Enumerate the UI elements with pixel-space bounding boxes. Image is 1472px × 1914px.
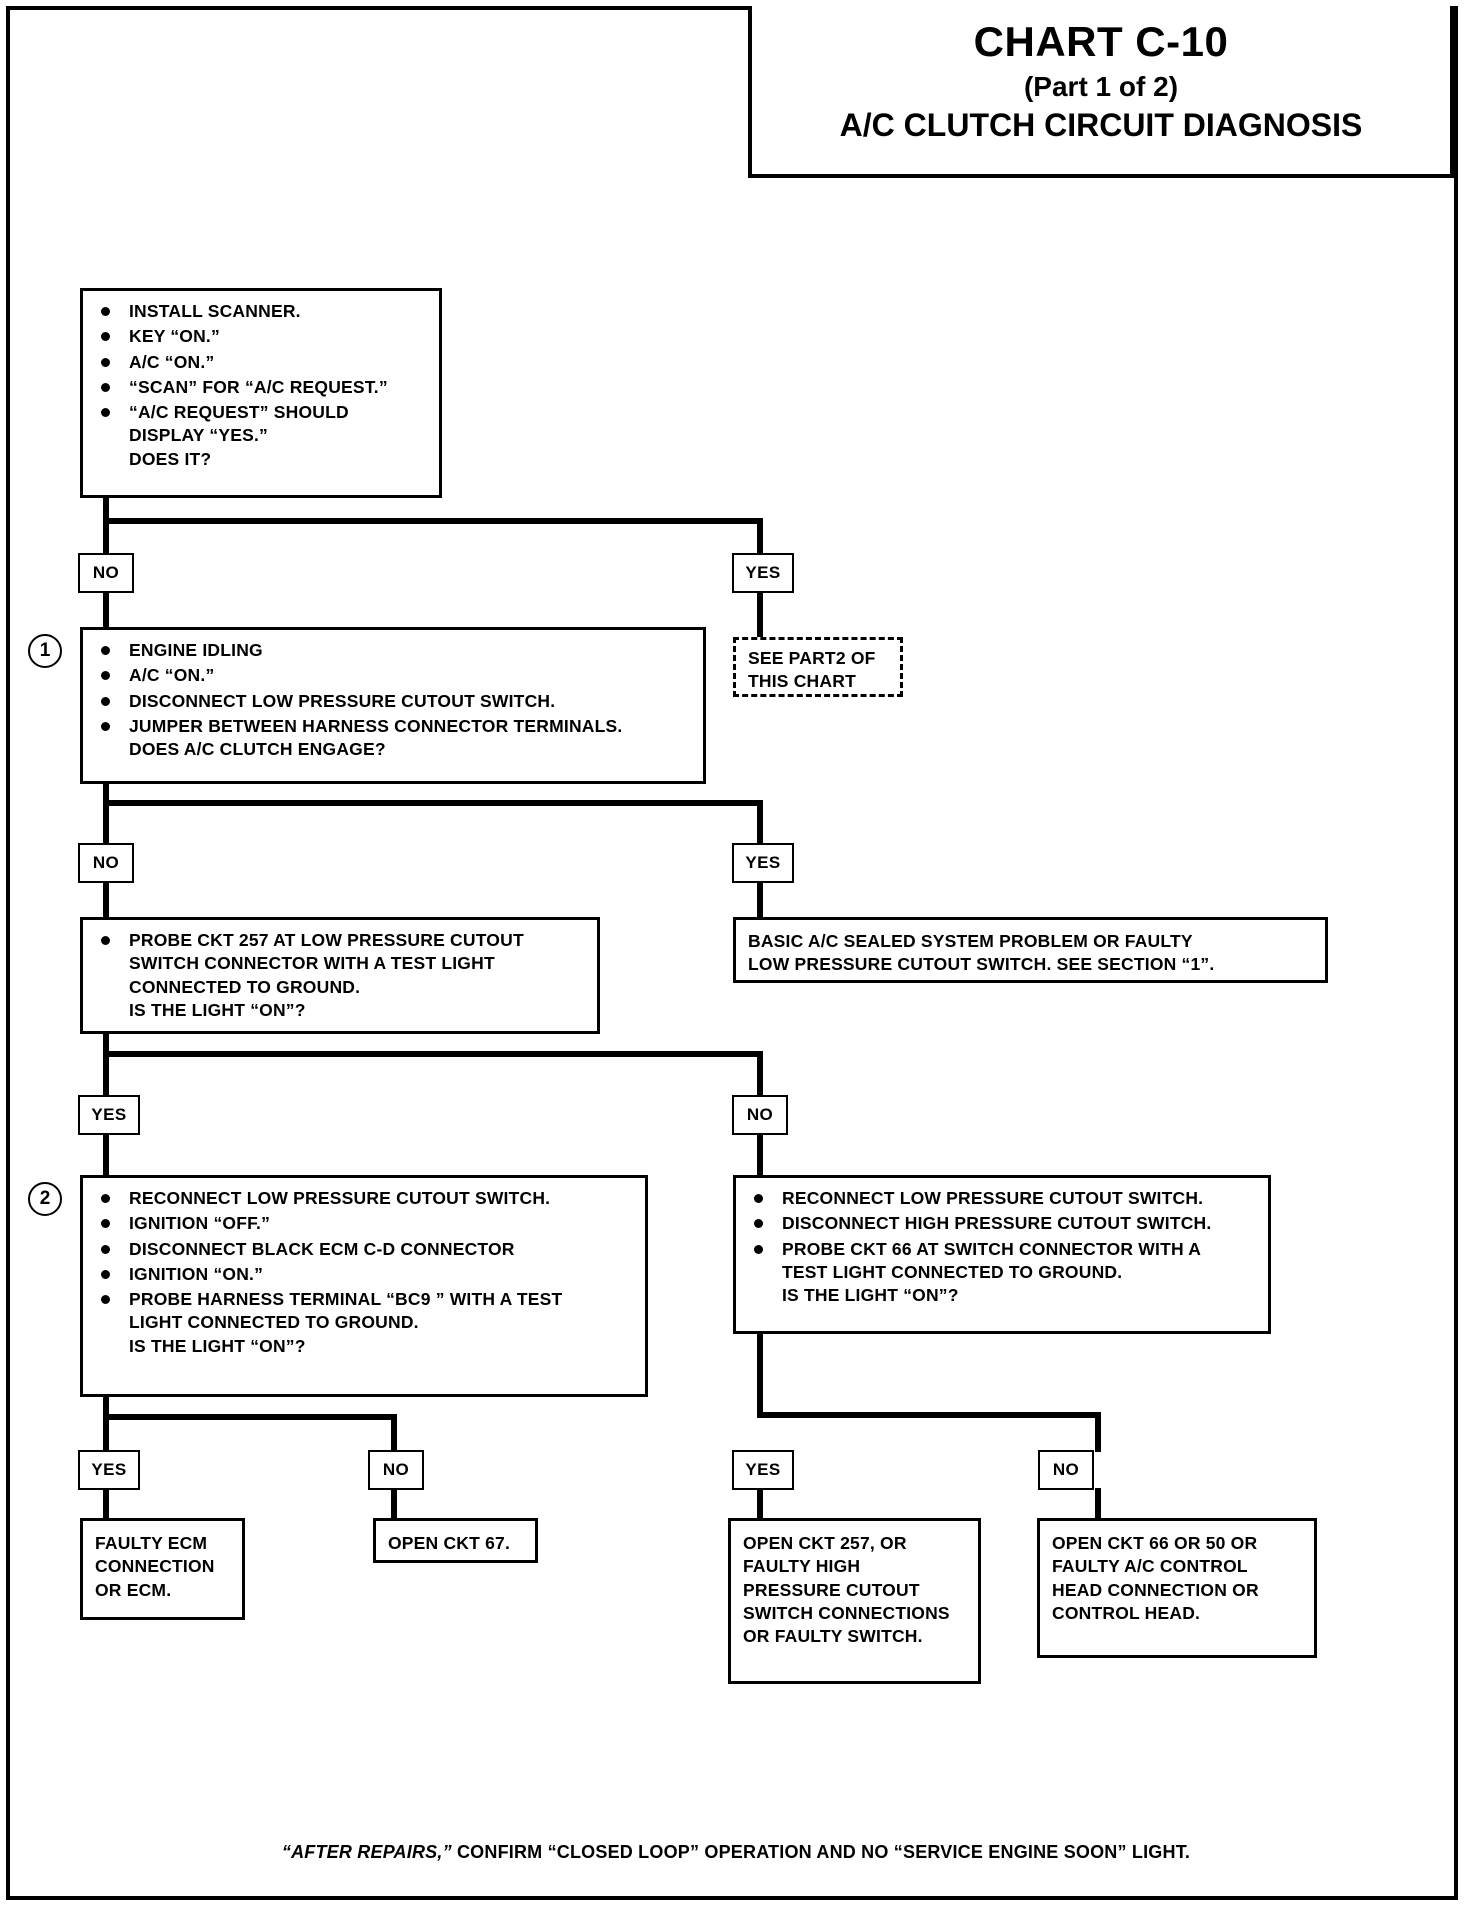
branch-label-yes-5: YES [732,1450,794,1490]
connector-line [103,882,109,918]
connector-line [103,518,763,524]
branch-label-yes-1: YES [732,553,794,593]
step-number-2-label: 2 [39,1188,51,1209]
connector-line [103,1033,109,1057]
branch-label-no-3: NO [732,1095,788,1135]
node-step-2-reconnect: RECONNECT LOW PRESSURE CUTOUT SWITCH. IG… [80,1175,648,1397]
bullet-list: RECONNECT LOW PRESSURE CUTOUT SWITCH. DI… [748,1187,1258,1307]
connector-line [103,1488,109,1518]
connector-line [757,1360,763,1418]
list-item: A/C “ON.” [95,664,693,687]
branch-label-yes-2: YES [732,843,794,883]
page-border [6,6,1458,1900]
list-item: ENGINE IDLING [95,639,693,662]
list-item: DISCONNECT LOW PRESSURE CUTOUT SWITCH. [95,690,693,713]
connector-line [757,1488,763,1518]
node-probe-ckt-257: PROBE CKT 257 AT LOW PRESSURE CUTOUT SWI… [80,917,600,1034]
branch-label-yes-3: YES [78,1095,140,1135]
connector-line [103,1414,109,1452]
connector-line [757,800,763,844]
list-item: “SCAN” FOR “A/C REQUEST.” [95,376,429,399]
connector-line [757,1051,763,1097]
bullet-list: ENGINE IDLING A/C “ON.” DISCONNECT LOW P… [95,639,693,761]
footer-italic: “AFTER REPAIRS,” [281,1842,452,1862]
branch-label-no-2: NO [78,843,134,883]
connector-line [103,518,109,554]
list-item: PROBE HARNESS TERMINAL “BC9 ” WITH A TES… [95,1288,635,1358]
connector-line [103,1134,109,1176]
connector-line [757,518,763,554]
bullet-list: RECONNECT LOW PRESSURE CUTOUT SWITCH. IG… [95,1187,635,1358]
branch-label-yes-4: YES [78,1450,140,1490]
list-item: JUMPER BETWEEN HARNESS CONNECTOR TERMINA… [95,715,693,762]
footer-rest: CONFIRM “CLOSED LOOP” OPERATION AND NO “… [451,1842,1191,1862]
list-item: RECONNECT LOW PRESSURE CUTOUT SWITCH. [748,1187,1258,1210]
connector-line [103,784,109,806]
node-install-scanner: INSTALL SCANNER. KEY “ON.” A/C “ON.” “SC… [80,288,442,498]
connector-line [1095,1488,1101,1518]
list-item: DISCONNECT BLACK ECM C-D CONNECTOR [95,1238,635,1261]
connector-line [103,800,763,806]
connector-line [391,1488,397,1518]
node-text: FAULTY ECM CONNECTION OR ECM. [95,1533,215,1600]
step-number-2: 2 [28,1182,62,1216]
connector-line [103,1051,109,1097]
list-item: RECONNECT LOW PRESSURE CUTOUT SWITCH. [95,1187,635,1210]
node-step-1-engine-idling: ENGINE IDLING A/C “ON.” DISCONNECT LOW P… [80,627,706,784]
node-see-part-2: SEE PART2 OF THIS CHART [733,637,903,697]
connector-line [757,1134,763,1176]
connector-line [103,497,109,521]
node-text: OPEN CKT 66 OR 50 OR FAULTY A/C CONTROL … [1052,1533,1259,1623]
list-item: IGNITION “OFF.” [95,1212,635,1235]
node-open-ckt-257: OPEN CKT 257, OR FAULTY HIGH PRESSURE CU… [728,1518,981,1684]
connector-line [391,1414,397,1452]
node-open-ckt-67: OPEN CKT 67. [373,1518,538,1563]
connector-line [757,1333,763,1367]
chart-number: CHART C-10 [973,18,1229,65]
branch-label-no-4: NO [368,1450,424,1490]
node-text: OPEN CKT 67. [388,1533,511,1553]
node-text: SEE PART2 OF THIS CHART [748,648,876,692]
connector-line [103,800,109,844]
list-item: DISCONNECT HIGH PRESSURE CUTOUT SWITCH. [748,1212,1258,1235]
connector-line [103,1396,109,1420]
list-item: PROBE CKT 257 AT LOW PRESSURE CUTOUT SWI… [95,929,587,1022]
list-item: PROBE CKT 66 AT SWITCH CONNECTOR WITH A … [748,1238,1258,1308]
list-item: INSTALL SCANNER. [95,300,429,323]
connector-line [757,1412,1101,1418]
branch-label-no-5: NO [1038,1450,1094,1490]
list-item: A/C “ON.” [95,351,429,374]
connector-line [103,592,109,628]
bullet-list: INSTALL SCANNER. KEY “ON.” A/C “ON.” “SC… [95,300,429,471]
connector-line [757,592,763,640]
footer-note: “AFTER REPAIRS,” CONFIRM “CLOSED LOOP” O… [0,1842,1472,1863]
chart-subtitle: A/C CLUTCH CIRCUIT DIAGNOSIS [839,107,1363,144]
node-basic-ac-sealed-system: BASIC A/C SEALED SYSTEM PROBLEM OR FAULT… [733,917,1328,983]
node-text: BASIC A/C SEALED SYSTEM PROBLEM OR FAULT… [748,931,1215,975]
chart-header: CHART C-10 (Part 1 of 2) A/C CLUTCH CIRC… [748,6,1454,178]
connector-line [103,1051,763,1057]
list-item: IGNITION “ON.” [95,1263,635,1286]
branch-label-no-1: NO [78,553,134,593]
node-text: OPEN CKT 257, OR FAULTY HIGH PRESSURE CU… [743,1533,950,1647]
bullet-list: PROBE CKT 257 AT LOW PRESSURE CUTOUT SWI… [95,929,587,1022]
connector-line [757,882,763,918]
node-high-pressure-cutout: RECONNECT LOW PRESSURE CUTOUT SWITCH. DI… [733,1175,1271,1334]
list-item: “A/C REQUEST” SHOULD DISPLAY “YES.” DOES… [95,401,429,471]
connector-line [1095,1412,1101,1452]
node-faulty-ecm: FAULTY ECM CONNECTION OR ECM. [80,1518,245,1620]
connector-line [103,1414,397,1420]
step-number-1: 1 [28,634,62,668]
list-item: KEY “ON.” [95,325,429,348]
chart-part-label: (Part 1 of 2) [1023,71,1179,103]
node-open-ckt-66: OPEN CKT 66 OR 50 OR FAULTY A/C CONTROL … [1037,1518,1317,1658]
